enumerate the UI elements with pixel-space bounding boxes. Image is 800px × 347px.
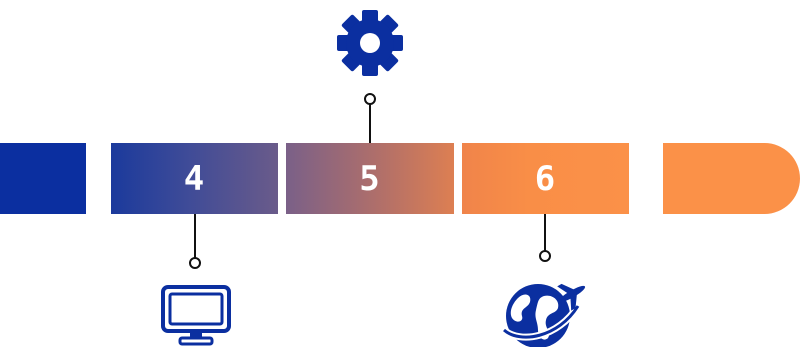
step-number: 5 [359,158,381,199]
step-number: 6 [534,158,557,199]
timeline-end-segment [663,143,800,214]
globe-airplane-icon [501,283,586,347]
step-5-connector-line [369,104,371,143]
step-6-connector-dot [539,250,551,262]
timeline-step-5: 5 [286,143,454,214]
step-5-connector-dot [364,93,376,105]
step-4-connector-dot [189,257,201,269]
monitor-icon [161,285,231,346]
gear-icon [337,10,403,76]
step-number: 4 [183,158,206,199]
timeline-start-segment [0,143,86,214]
step-4-connector-line [194,214,196,258]
step-6-connector-line [544,214,546,251]
timeline-step-4: 4 [111,143,278,214]
timeline-step-6: 6 [462,143,629,214]
